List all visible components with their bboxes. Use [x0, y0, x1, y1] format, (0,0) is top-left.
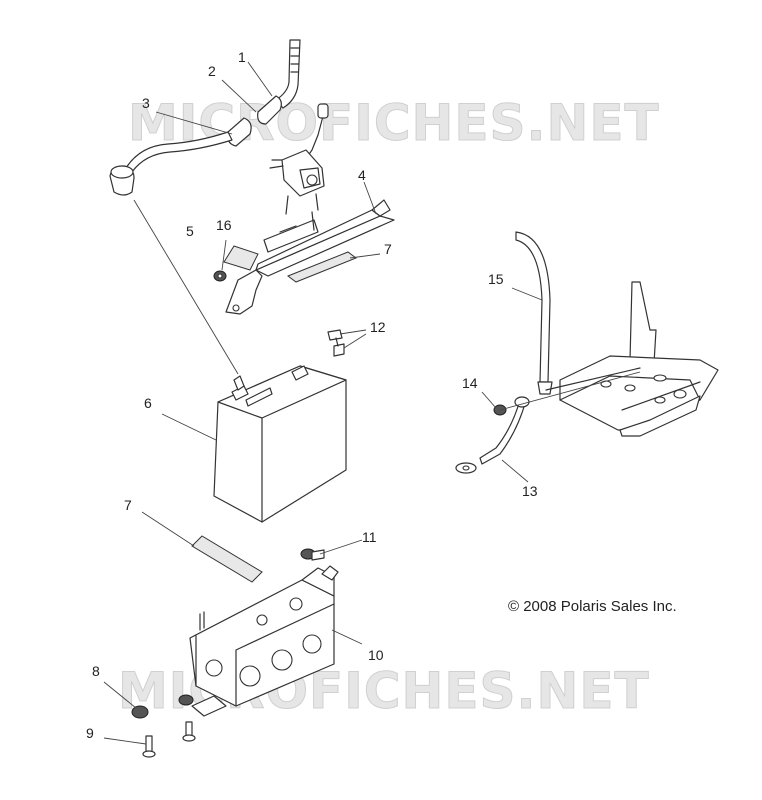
callout-5: 5 [186, 223, 194, 239]
callout-15: 15 [488, 271, 504, 287]
bolt-11 [300, 548, 325, 561]
solenoid [269, 103, 329, 215]
callout-11: 11 [362, 529, 377, 545]
callout-16: 16 [216, 217, 232, 233]
screws-9 [142, 721, 196, 758]
callout-14: 14 [462, 375, 478, 391]
leader-lines [103, 61, 641, 745]
upper-bracket [225, 199, 395, 315]
callout-9: 9 [86, 725, 94, 741]
callout-4: 4 [358, 167, 366, 183]
callout-7-lower: 7 [124, 497, 132, 513]
nut-upper [213, 270, 227, 282]
callout-10: 10 [368, 647, 384, 663]
callout-1: 1 [238, 49, 246, 65]
callout-3: 3 [142, 95, 150, 111]
ground-cable [455, 396, 530, 474]
callout-8: 8 [92, 663, 100, 679]
callout-6: 6 [144, 395, 152, 411]
positive-cable-assembly [109, 39, 301, 196]
callouts: 1 2 3 4 16 5 7 12 6 7 11 10 8 9 15 14 13 [86, 49, 538, 741]
decal-strip-upper [286, 251, 358, 283]
battery-box [189, 565, 339, 717]
battery [213, 365, 347, 523]
callout-2: 2 [208, 63, 216, 79]
decal-strip-lower [191, 535, 263, 583]
screws-12 [327, 329, 345, 357]
grommet-8 [131, 694, 194, 719]
callout-12: 12 [370, 319, 386, 335]
copyright-notice: © 2008 Polaris Sales Inc. [508, 598, 677, 615]
callout-7-upper: 7 [384, 241, 392, 257]
callout-13: 13 [522, 483, 538, 499]
frame-assembly [515, 231, 719, 437]
pad [223, 245, 259, 271]
